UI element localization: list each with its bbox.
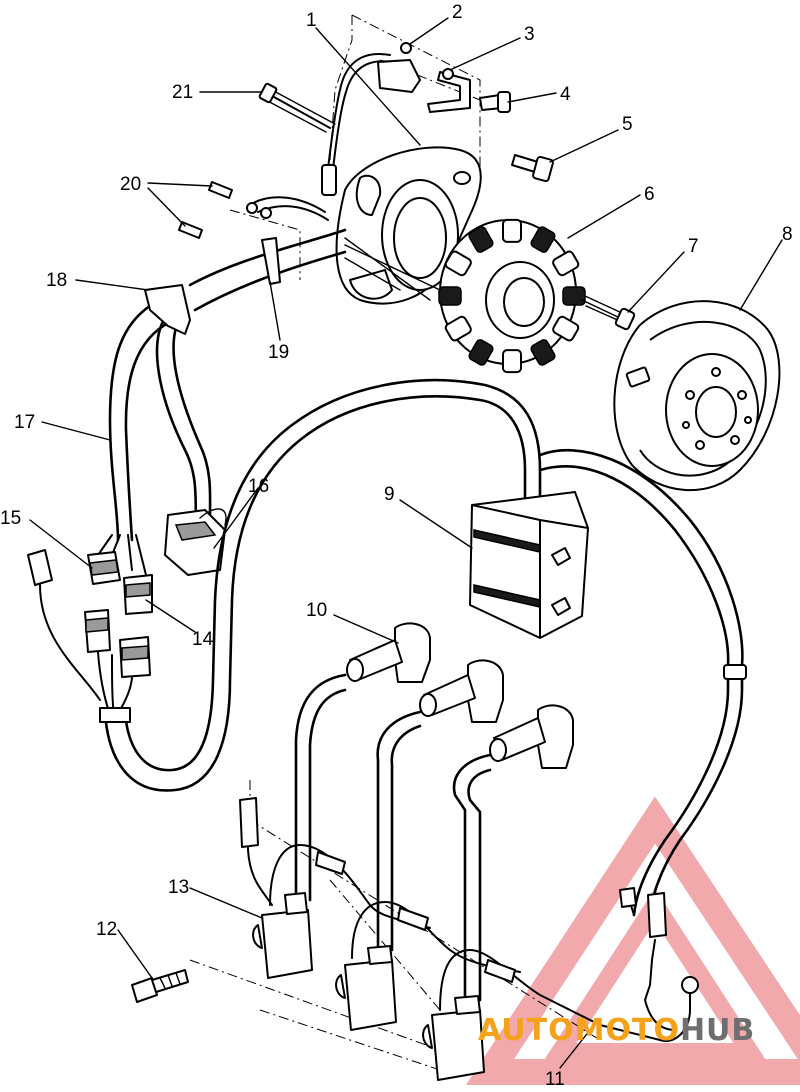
coil-winding xyxy=(444,315,472,342)
coil-winding xyxy=(530,226,556,253)
callout-9: 9 xyxy=(384,484,395,505)
coil-winding xyxy=(444,250,472,277)
stator-screw xyxy=(511,154,554,183)
coil-winding xyxy=(562,286,586,306)
callout-20: 20 xyxy=(120,174,141,195)
coil-winding xyxy=(438,286,462,306)
callout-11: 11 xyxy=(545,1069,565,1090)
callout-5: 5 xyxy=(622,114,633,135)
watermark-logo xyxy=(465,796,800,1085)
callout-6: 6 xyxy=(644,184,655,205)
callout-1: 1 xyxy=(306,10,317,31)
mounting-bracket xyxy=(427,68,471,113)
ignition-coil-1 xyxy=(252,892,313,979)
coil-winding xyxy=(552,250,580,277)
coil-winding xyxy=(502,218,522,243)
coil-mounting-bolt xyxy=(131,969,189,1003)
watermark-text-dark: HUB xyxy=(680,1013,755,1048)
ignition-coil-3 xyxy=(422,995,485,1081)
ignition-coil-2 xyxy=(335,945,397,1031)
regulator-connector xyxy=(164,508,227,576)
coil-winding xyxy=(502,349,522,374)
leader-lines xyxy=(29,17,783,1069)
callout-4: 4 xyxy=(560,84,571,105)
watermark-text: AUTOMOTOHUB xyxy=(478,1013,755,1048)
svg-text:AUTOMOTOHUB: AUTOMOTOHUB xyxy=(478,1013,755,1048)
coil-winding xyxy=(552,315,580,342)
callout-17: 17 xyxy=(14,412,35,433)
long-screw xyxy=(258,82,336,133)
callout-14: 14 xyxy=(192,629,214,650)
cdi-harness xyxy=(99,378,744,792)
callout-21: 21 xyxy=(172,82,193,103)
callout-10: 10 xyxy=(306,600,327,621)
pickup-coil xyxy=(377,42,421,93)
callout-18: 18 xyxy=(46,270,67,291)
callout-7: 7 xyxy=(688,236,699,257)
callout-15: 15 xyxy=(0,508,21,529)
spark-plug-cap-2 xyxy=(419,659,504,723)
ground-screw xyxy=(178,181,233,239)
main-connector xyxy=(87,534,153,615)
callout-3: 3 xyxy=(524,24,535,45)
callout-16: 16 xyxy=(248,476,269,497)
cdi-module xyxy=(469,491,589,639)
flywheel xyxy=(613,300,781,491)
spark-plug-cap-1 xyxy=(346,622,431,683)
watermark-text-accent: AUTOMOTO xyxy=(478,1013,680,1048)
harness-clip xyxy=(144,284,191,335)
bracket-screw xyxy=(479,91,511,113)
coil-winding xyxy=(468,226,494,253)
stator-coils xyxy=(438,218,586,374)
callout-13: 13 xyxy=(168,877,189,898)
spark-plug-cap-3 xyxy=(489,704,574,769)
wiring-harness xyxy=(108,228,441,542)
coil-winding xyxy=(530,339,556,366)
mating-connectors xyxy=(27,549,151,716)
callout-19: 19 xyxy=(268,342,289,363)
stator-coil-screw xyxy=(581,295,636,331)
callout-12: 12 xyxy=(96,919,117,940)
harness-strap xyxy=(261,237,281,285)
coil-winding xyxy=(468,339,494,366)
callout-8: 8 xyxy=(782,224,793,245)
callout-2: 2 xyxy=(452,2,463,23)
